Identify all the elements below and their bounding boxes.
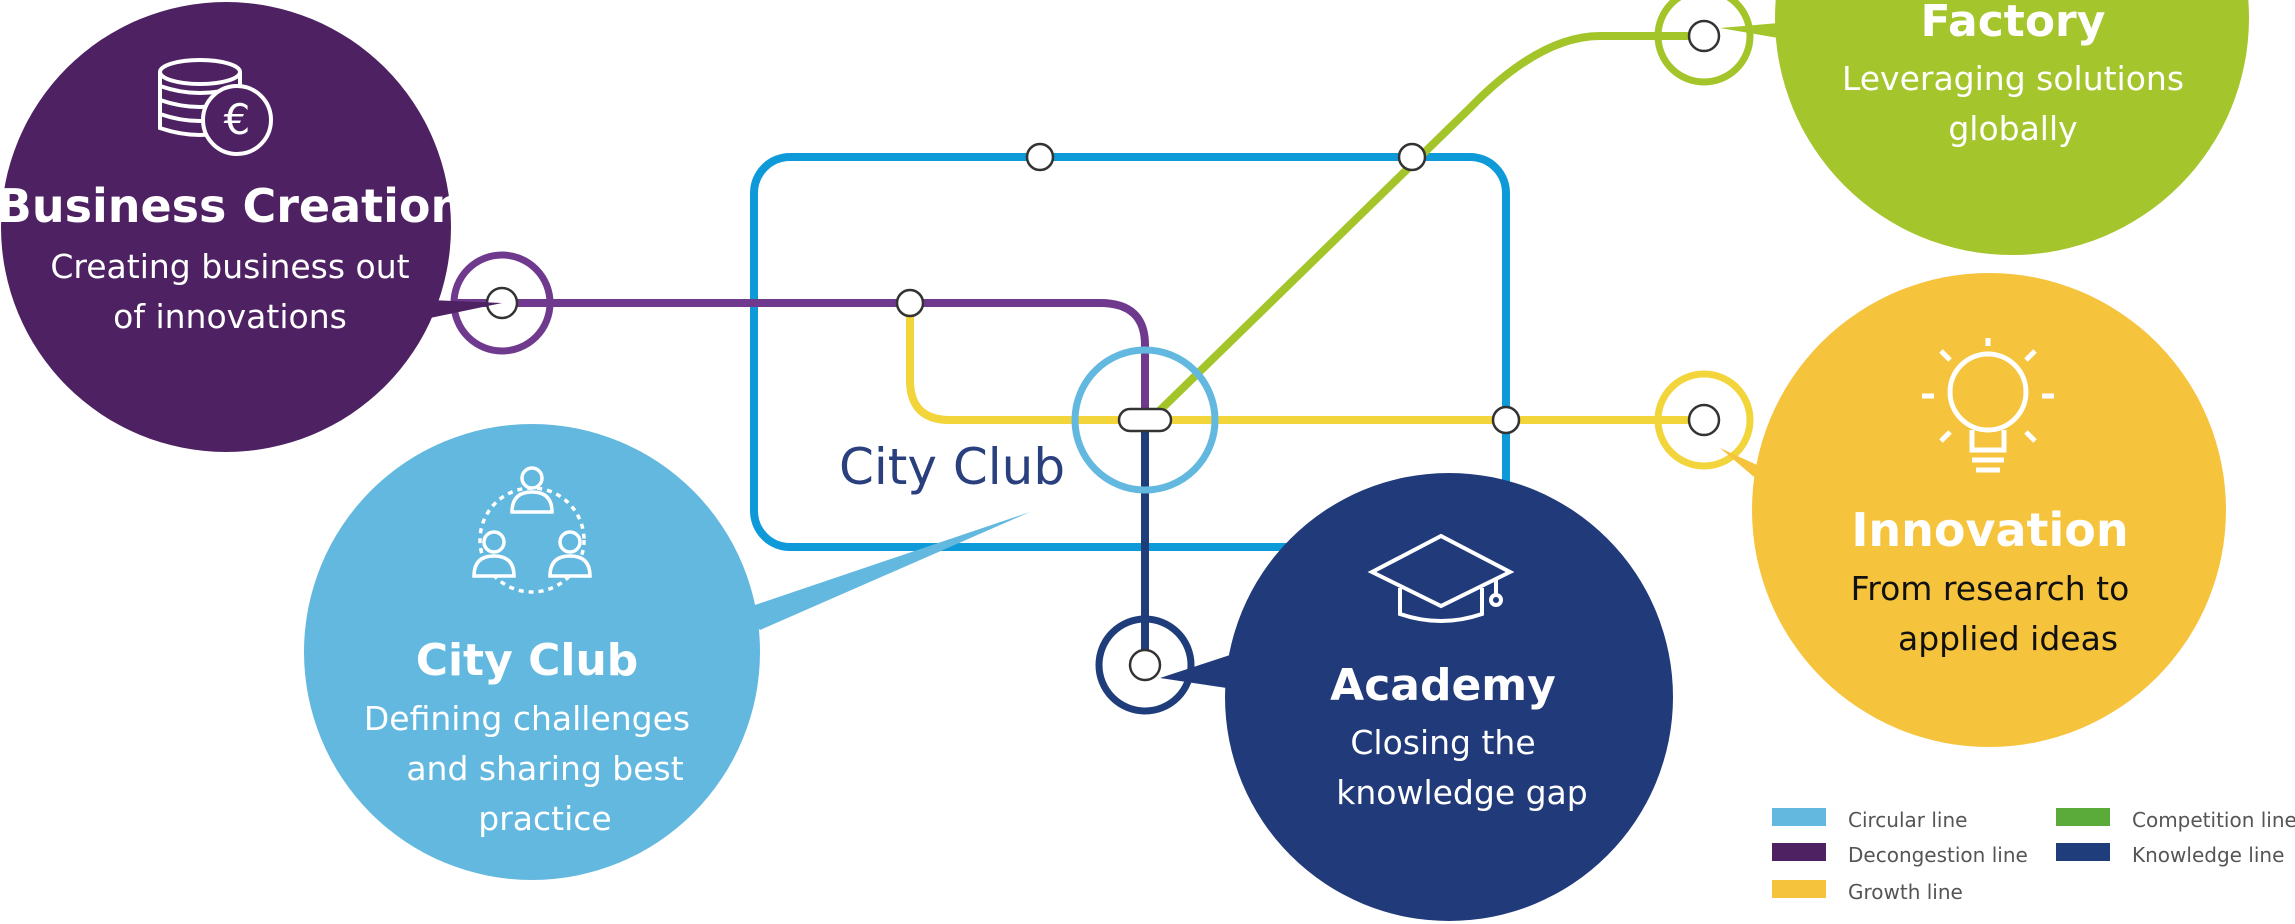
academy-pointer [1160,655,1240,690]
innovation-line1: From research to [1851,569,2130,608]
circular-line [750,153,1510,551]
legend-swatch-circular [1772,808,1826,826]
business-line1: Creating business out [50,247,409,286]
legend-label-knowledge: Knowledge line [2132,843,2284,867]
station-top-right [1397,142,1427,172]
cityclub-line2: and sharing best [406,749,683,788]
growth-line [906,303,1700,424]
academy-line2: knowledge gap [1336,773,1587,812]
station-factory [1687,19,1721,53]
innovation-bubble [1752,273,2226,747]
center-label: City Club [839,438,1065,496]
station-top [1025,142,1055,172]
academy-bubble [1225,473,1673,921]
academy-line1: Closing the [1350,723,1535,762]
factory-line1: Leveraging solutions [1842,59,2184,98]
cityclub-line3: practice [478,799,611,838]
terminal-academy [1095,615,1195,715]
competition-line [1147,32,1705,423]
central-interchange [1117,407,1173,433]
decongestion-line [455,299,1149,420]
svg-text:€: € [224,95,251,144]
people-network-icon [472,466,592,594]
business-bubble [1,2,451,452]
central-hub-ring [1071,346,1219,494]
legend-label-growth: Growth line [1848,880,1963,904]
academy-title: Academy [1330,660,1556,711]
graduation-cap-icon [1367,533,1515,623]
legend-swatch-knowledge [2056,843,2110,861]
factory-pointer [1720,22,1790,40]
factory-line2: globally [1948,109,2077,148]
coins-euro-icon: € [158,58,273,156]
cityclub-pointer [740,512,1030,630]
station-right-yellow [1491,405,1521,435]
business-title: Business Creation [0,179,463,233]
legend-label-decongestion: Decongestion line [1848,843,2028,867]
business-line2: of innovations [113,297,347,336]
factory-title: Factory [1921,0,2106,47]
innovation-line2: applied ideas [1898,619,2118,658]
legend-swatch-competition [2056,808,2110,826]
terminal-factory [1654,0,1754,86]
cityclub-title: City Club [416,635,639,686]
legend-label-circular: Circular line [1848,808,1967,832]
factory-bubble [1775,0,2249,255]
lightbulb-icon [1922,338,2054,473]
innovation-title: Innovation [1851,503,2128,557]
legend: Circular line Decongestion line Growth l… [1772,808,2295,904]
station-academy [1128,648,1162,682]
business-pointer [430,300,502,318]
legend-label-competition: Competition line [2132,808,2295,832]
station-purple-yellow [895,288,925,318]
cityclub-line1: Defining challenges [364,699,690,738]
legend-swatch-growth [1772,880,1826,898]
station-innovation [1687,403,1721,437]
legend-swatch-decongestion [1772,843,1826,861]
terminal-innovation [1654,370,1754,470]
cityclub-bubble [304,424,760,880]
